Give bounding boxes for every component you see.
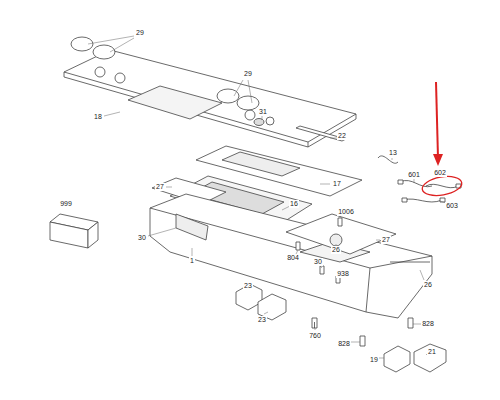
callout-number: 938 (336, 270, 350, 278)
callout-number: 23 (257, 316, 267, 324)
callout-number: 760 (308, 332, 322, 340)
callout-number: 17 (332, 180, 342, 188)
callout-number: 31 (258, 108, 268, 116)
callout-number: 804 (286, 254, 300, 262)
callout-number: 13 (388, 149, 398, 157)
callout-number: 27 (381, 236, 391, 244)
callout-number: 22 (337, 132, 347, 140)
callout-number: 30 (313, 258, 323, 266)
callout-number: 29 (243, 70, 253, 78)
callout-number: 999 (59, 200, 73, 208)
callout-number: 26 (423, 281, 433, 289)
callout-number: 603 (445, 202, 459, 210)
callout-number: 21 (427, 348, 437, 356)
callout-number: 18 (93, 113, 103, 121)
callout-number: 23 (243, 282, 253, 290)
callout-number: 828 (337, 340, 351, 348)
callout-number: 26 (331, 246, 341, 254)
callout-number: 1 (189, 257, 195, 265)
callout-number: 16 (289, 200, 299, 208)
callout-number: 27 (155, 183, 165, 191)
callout-number: 601 (407, 171, 421, 179)
callout-number: 828 (421, 320, 435, 328)
callout-number: 19 (369, 356, 379, 364)
callout-number: 602 (433, 169, 447, 177)
callout-number: 1006 (337, 208, 355, 216)
callout-number: 29 (135, 29, 145, 37)
callout-number: 30 (137, 234, 147, 242)
